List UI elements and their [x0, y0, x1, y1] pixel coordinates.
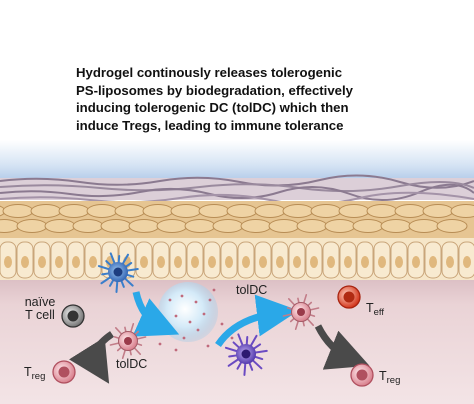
- stratum-corneum: [0, 174, 474, 205]
- treg-right-sub: reg: [386, 375, 401, 386]
- dendritic-cell-purple: [224, 333, 268, 376]
- teff-main: T: [366, 301, 374, 315]
- arrow-naive-to-treg: [69, 331, 115, 384]
- epidermis-upper: [0, 201, 474, 239]
- naive-t-cell-label: naïve T cell: [20, 296, 60, 322]
- toldc-label-left: tolDC: [116, 357, 148, 371]
- treg-left-main: T: [24, 365, 32, 379]
- dendritic-cell-blue: [97, 252, 139, 293]
- arrow-dc-to-toldc: [215, 294, 299, 348]
- naive-t-cell: [61, 304, 85, 328]
- treg-label-left: Treg: [24, 366, 45, 383]
- toldc-cell-right: [282, 294, 320, 330]
- caption-line-1: Hydrogel continously releases tolerogeni…: [76, 65, 343, 80]
- diagram-caption: Hydrogel continously releases tolerogeni…: [76, 64, 406, 134]
- treg-right-main: T: [379, 369, 387, 383]
- arrow-teff-to-treg: [314, 324, 370, 370]
- treg-left-sub: reg: [31, 371, 46, 382]
- toldc-cell-left: [109, 323, 147, 359]
- caption-line-2: PS-liposomes by biodegradation, effectiv…: [76, 82, 354, 98]
- treg-cell-left: [52, 360, 76, 384]
- teff-sub: eff: [373, 307, 385, 318]
- treg-label-right: Treg: [379, 370, 400, 387]
- naive-label-line-1: naïve: [24, 295, 56, 309]
- teff-cell: [337, 285, 361, 309]
- dermis: [0, 280, 474, 404]
- toldc-label-right: tolDC: [236, 283, 268, 297]
- background-gradient: [0, 140, 474, 185]
- caption-line-4: induce Tregs, leading to immune toleranc…: [76, 117, 344, 133]
- caption-line-3: inducing tolerogenic DC (tolDC) which th…: [76, 100, 349, 115]
- naive-label-line-2: T cell: [25, 308, 55, 322]
- treg-cell-right: [350, 363, 374, 387]
- teff-label: Teff: [366, 302, 384, 319]
- arrow-dc-to-liposome: [132, 291, 180, 337]
- epidermis-basal: [0, 238, 474, 282]
